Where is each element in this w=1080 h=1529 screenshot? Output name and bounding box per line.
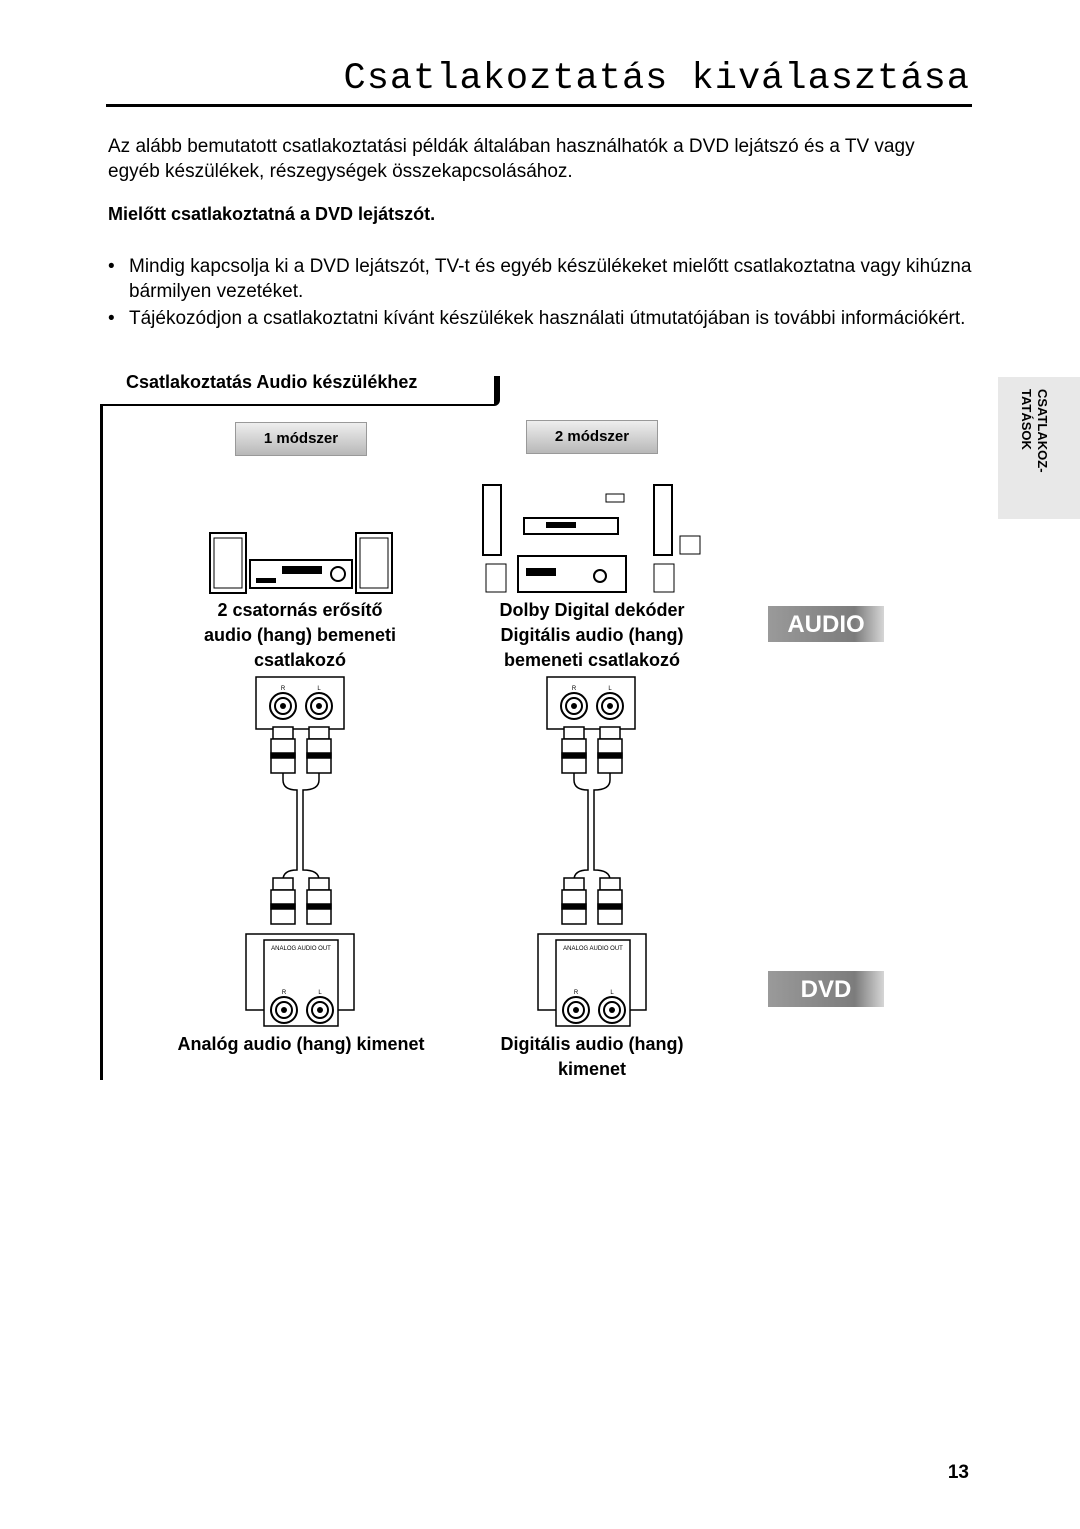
section-bracket bbox=[100, 376, 500, 406]
panel-label: ANALOG AUDIO OUT bbox=[271, 946, 331, 952]
label-line: bemeneti csatlakozó bbox=[503, 650, 681, 670]
label-line: 2 csatornás erősítő bbox=[217, 600, 383, 620]
intro-paragraph: Az alább bemutatott csatlakoztatási péld… bbox=[108, 136, 915, 182]
method-2-output-label: Digitális audio (hang) kimenet bbox=[462, 1032, 722, 1082]
jack-label: L bbox=[318, 990, 322, 996]
section-heading: Csatlakoztatás Audio készülékhez bbox=[126, 372, 418, 392]
jack-label: L bbox=[317, 686, 321, 692]
dvd-badge: DVD bbox=[768, 971, 884, 1007]
jack-label: L bbox=[608, 686, 612, 692]
method-2-output-panel bbox=[537, 933, 647, 1027]
label-line: Dolby Digital dekóder bbox=[499, 600, 685, 620]
jack-label: L bbox=[610, 990, 614, 996]
method-2-cable bbox=[561, 726, 623, 925]
method-1-input-panel bbox=[255, 676, 345, 730]
audio-badge: AUDIO bbox=[768, 606, 884, 642]
jack-label: R bbox=[281, 686, 286, 692]
list-item: • Tájékozódjon a csatlakoztatni kívánt k… bbox=[108, 306, 978, 331]
page-number: 13 bbox=[947, 1462, 969, 1483]
method-2-device-label: Dolby Digital dekóder Digitális audio (h… bbox=[462, 598, 722, 673]
method-1-cable bbox=[270, 726, 332, 925]
method-1-label: 1 módszer bbox=[235, 422, 367, 456]
label-line: Digitális audio (hang) bbox=[500, 1034, 684, 1054]
list-item-text: Tájékozódjon a csatlakoztatni kívánt kés… bbox=[129, 308, 966, 329]
stereo-amplifier-icon bbox=[209, 532, 393, 594]
before-connecting-heading: Mielőtt csatlakoztatná a DVD lejátszót. bbox=[108, 204, 436, 224]
jack-label: R bbox=[574, 990, 579, 996]
side-chapter-tab-label: CSATLAKOZ- TATÁSOK bbox=[1019, 389, 1050, 473]
precaution-list: • Mindig kapcsolja ki a DVD lejátszót, T… bbox=[108, 254, 978, 333]
list-item: • Mindig kapcsolja ki a DVD lejátszót, T… bbox=[108, 254, 978, 304]
method-1-output-label: Analóg audio (hang) kimenet bbox=[177, 1034, 425, 1054]
dolby-decoder-system-icon bbox=[482, 484, 701, 593]
list-item-text: Mindig kapcsolja ki a DVD lejátszót, TV-… bbox=[129, 256, 972, 302]
method-1-device-label: 2 csatornás erősítő audio (hang) bemenet… bbox=[170, 598, 430, 673]
bullet-icon: • bbox=[108, 256, 115, 277]
jack-label: R bbox=[282, 990, 287, 996]
label-line: kimenet bbox=[557, 1059, 627, 1079]
method-2-label: 2 módszer bbox=[526, 420, 658, 454]
side-chapter-tab: CSATLAKOZ- TATÁSOK bbox=[998, 377, 1080, 519]
panel-label: ANALOG AUDIO OUT bbox=[563, 946, 623, 952]
page-title: Csatlakoztatás kiválasztása bbox=[343, 58, 970, 100]
section-left-rule bbox=[100, 404, 103, 1080]
label-line: csatlakozó bbox=[253, 650, 347, 670]
jack-label: R bbox=[572, 686, 577, 692]
bullet-icon: • bbox=[108, 308, 115, 329]
method-2-input-panel bbox=[546, 676, 636, 730]
label-line: audio (hang) bemeneti bbox=[203, 625, 396, 645]
method-1-output-panel bbox=[245, 933, 355, 1027]
title-rule bbox=[106, 104, 972, 107]
label-line: Digitális audio (hang) bbox=[500, 625, 684, 645]
